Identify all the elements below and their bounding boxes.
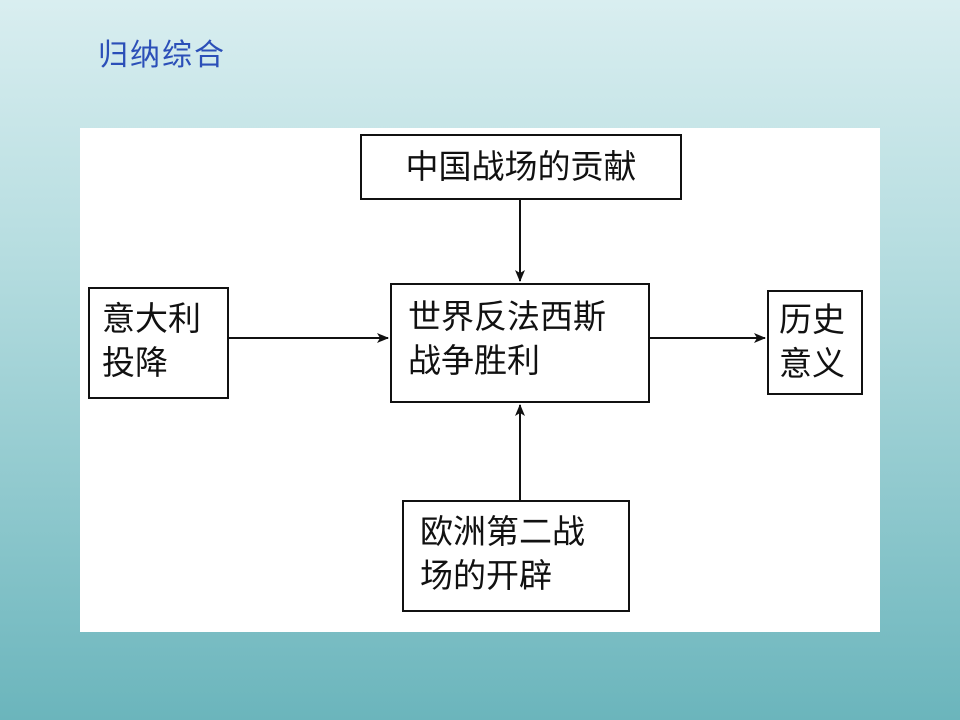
node-historical-significance: 历史 意义 xyxy=(767,290,863,395)
node-italy-surrender: 意大利 投降 xyxy=(88,287,229,399)
node-antifascist-victory-label: 世界反法西斯 战争胜利 xyxy=(408,297,606,380)
node-second-front-label: 欧洲第二战 场的开辟 xyxy=(420,512,585,595)
node-china-contribution: 中国战场的贡献 xyxy=(360,134,682,200)
diagram-panel: 中国战场的贡献 意大利 投降 世界反法西斯 战争胜利 历史 意义 欧洲第二战 场… xyxy=(80,128,880,632)
node-italy-surrender-label: 意大利 投降 xyxy=(102,299,201,382)
node-antifascist-victory: 世界反法西斯 战争胜利 xyxy=(390,283,650,403)
node-china-contribution-label: 中国战场的贡献 xyxy=(405,147,637,186)
diagram-arrows xyxy=(229,200,766,500)
slide-title: 归纳综合 xyxy=(98,38,226,73)
node-second-front: 欧洲第二战 场的开辟 xyxy=(402,500,630,612)
node-historical-significance-label: 历史 意义 xyxy=(779,300,845,383)
